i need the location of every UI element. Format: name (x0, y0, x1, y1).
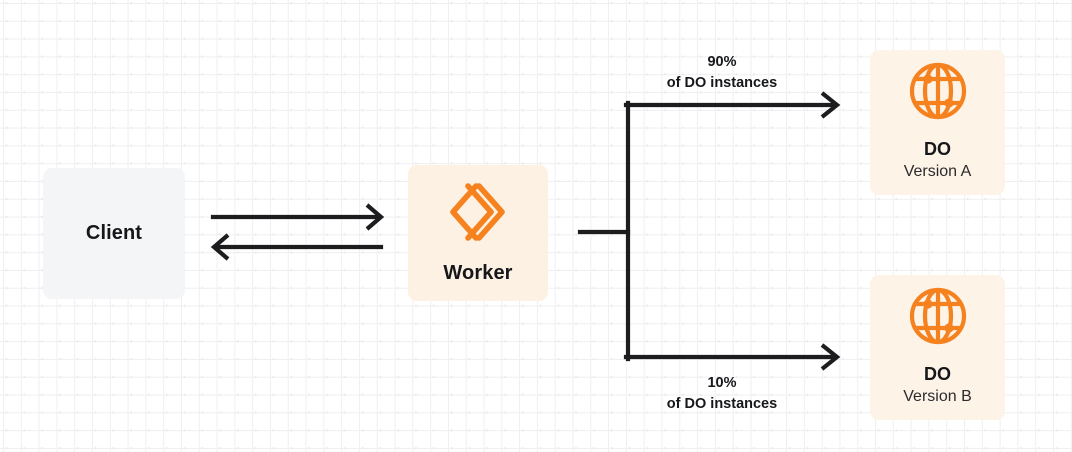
edge-label-do-b: 10% of DO instances (624, 373, 820, 415)
arrow-worker-to-do-b (623, 343, 841, 371)
node-do-version-a[interactable]: DO Version A (870, 50, 1005, 195)
client-label: Client (85, 222, 143, 244)
do-b-title: DO (924, 364, 951, 385)
do-b-subtitle: Version B (903, 387, 972, 405)
arrow-client-to-worker (210, 203, 385, 231)
edge-label-do-a: 90% of DO instances (624, 52, 820, 94)
edge-label-do-b-percent: 10% (707, 375, 737, 391)
worker-label: Worker (443, 262, 513, 284)
do-a-subtitle: Version A (903, 162, 972, 180)
do-a-title: DO (924, 139, 951, 160)
globe-icon (909, 62, 967, 125)
node-client[interactable]: Client (43, 168, 185, 299)
arrow-worker-to-do-a (623, 91, 841, 119)
edge-label-do-b-caption: of DO instances (666, 396, 778, 413)
globe-icon (909, 287, 967, 350)
cloudflare-workers-logo-icon (446, 181, 510, 248)
edge-label-do-a-percent: 90% (707, 54, 737, 70)
node-do-version-b[interactable]: DO Version B (870, 275, 1005, 420)
node-worker[interactable]: Worker (408, 165, 548, 301)
edge-label-do-a-caption: of DO instances (666, 75, 778, 92)
arrow-worker-to-client (210, 233, 384, 261)
